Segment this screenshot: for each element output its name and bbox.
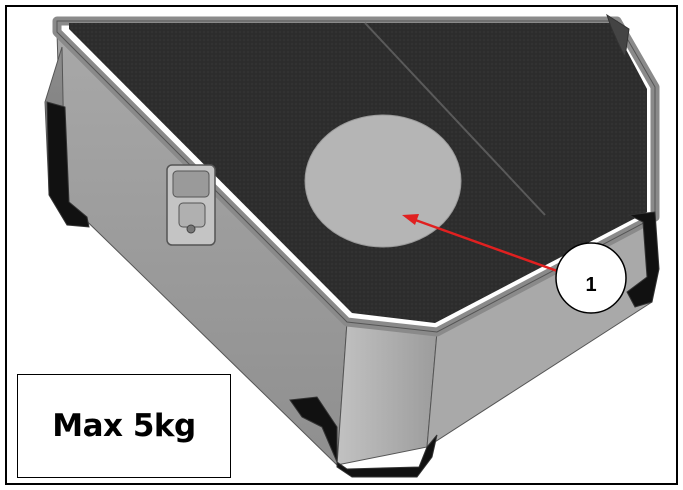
top-case-illustration — [44, 13, 660, 478]
figure-frame: 1 Max 5kg — [5, 5, 678, 485]
corner-guards — [46, 13, 660, 478]
max-weight-label: Max 5kg — [52, 408, 196, 444]
callout-circle — [555, 242, 627, 314]
liner-divider-line — [364, 22, 546, 216]
callout-arrow — [402, 214, 561, 274]
case-corner-wall — [336, 321, 438, 466]
corner-guard-bottom — [289, 396, 438, 478]
load-area-circle — [304, 114, 462, 248]
corner-guard-left — [46, 101, 90, 228]
corner-guard-right — [626, 211, 660, 308]
max-weight-box: Max 5kg — [17, 374, 231, 478]
callout-number: 1 — [585, 273, 597, 296]
latch — [166, 164, 216, 246]
